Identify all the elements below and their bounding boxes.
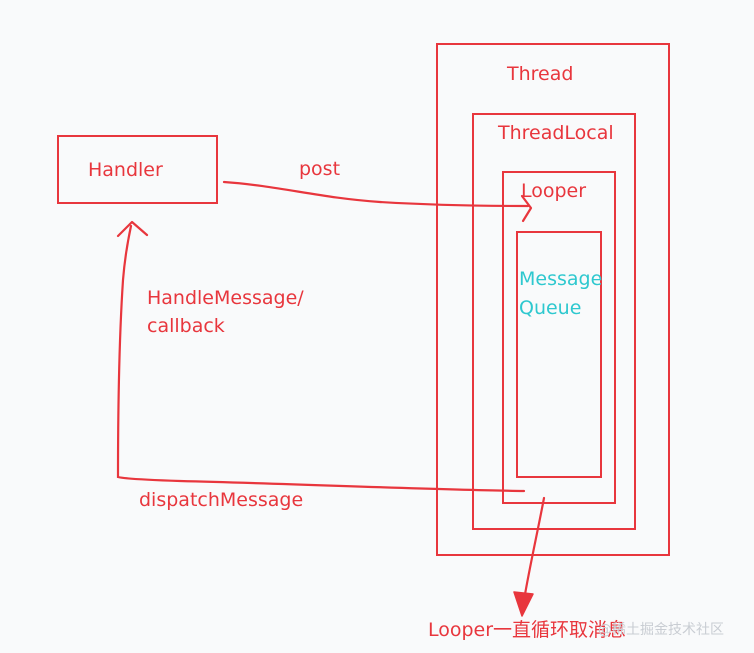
looper-box <box>502 171 616 504</box>
thread-box <box>436 43 670 556</box>
loop-arrowhead <box>513 591 534 617</box>
handle-message-label-line2: callback <box>147 315 225 337</box>
post-arrow <box>222 180 530 208</box>
handler-box <box>57 135 218 204</box>
handler-label: Handler <box>88 159 163 181</box>
message-queue-box <box>516 231 602 478</box>
thread-label: Thread <box>507 63 574 85</box>
watermark: @稀土掘金技术社区 <box>598 622 724 638</box>
threadlocal-label: ThreadLocal <box>498 122 614 144</box>
post-label: post <box>299 158 341 180</box>
message-queue-label-line2: Queue <box>519 297 582 319</box>
threadlocal-box <box>472 113 636 530</box>
handle-message-label-line1: HandleMessage/ <box>147 287 304 309</box>
message-queue-label-line1: Message <box>519 268 603 290</box>
dispatch-arrow <box>116 224 526 493</box>
post-arrowhead <box>520 194 533 223</box>
looper-loop-note: Looper一直循环取消息 <box>428 619 627 641</box>
loop-arrow <box>522 496 546 602</box>
looper-label: Looper <box>521 180 587 202</box>
dispatch-arrowhead <box>116 220 149 238</box>
dispatch-message-label: dispatchMessage <box>139 489 304 511</box>
